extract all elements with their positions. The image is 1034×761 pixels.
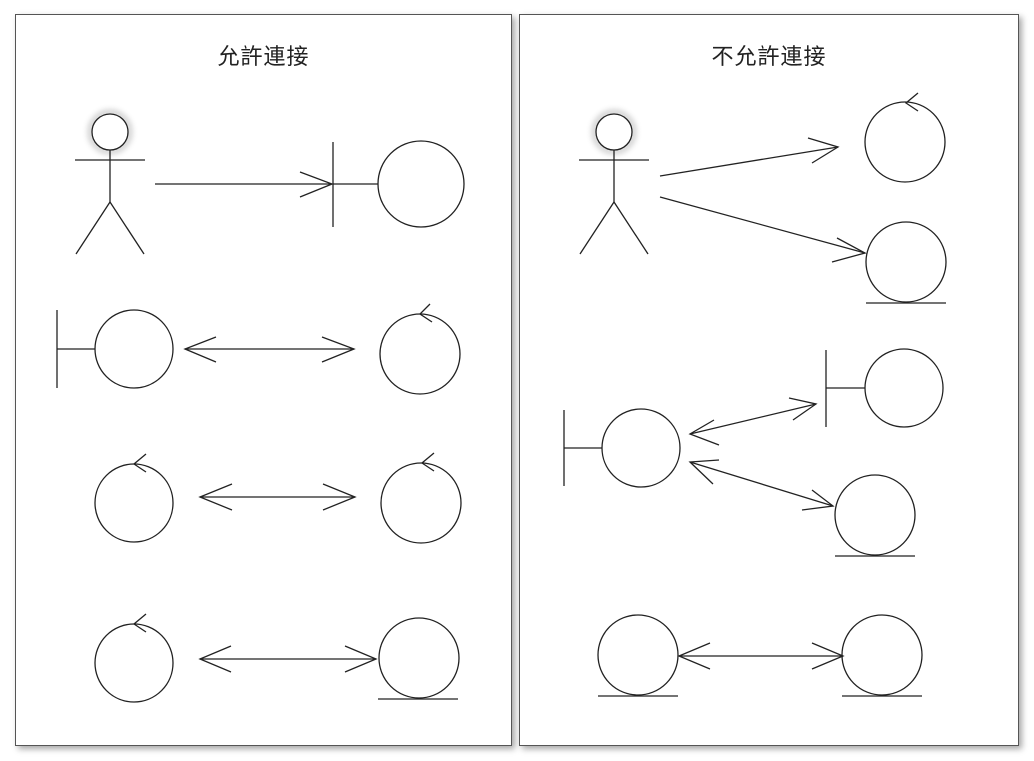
bidirectional-arrow-connector [198,483,357,511]
entity-icon [841,614,923,697]
entity-icon [865,221,947,304]
allowed-title: 允許連接 [217,45,310,70]
control-icon [379,303,461,395]
boundary-icon [563,408,681,488]
arrow-connector [688,397,818,446]
boundary-icon [332,140,465,228]
control-icon [380,452,462,544]
not-allowed-panel: 不允許連接 [519,14,1019,746]
control-icon [864,92,946,183]
actor-icon [579,110,649,255]
entity-icon [834,474,916,557]
bidirectional-arrow-connector [183,336,356,363]
boundary-icon [825,348,944,428]
arrow-connector [155,171,334,198]
control-icon [94,453,174,543]
entity-icon [597,614,679,697]
actor-icon [75,110,145,255]
bidirectional-arrow-connector [198,645,378,673]
arrow-connector [659,137,840,177]
entity-icon [378,617,460,700]
bidirectional-arrow-connector [677,642,845,670]
arrow-connector [659,196,867,263]
arrow-connector [688,459,835,511]
not-allowed-title: 不允許連接 [711,45,827,70]
control-icon [94,613,174,703]
boundary-icon [56,309,174,389]
